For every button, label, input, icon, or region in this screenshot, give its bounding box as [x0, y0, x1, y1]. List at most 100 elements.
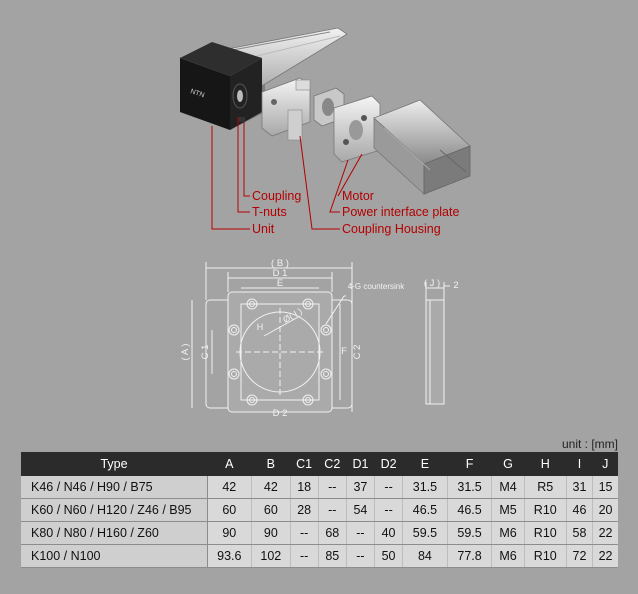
table-cell: M6	[491, 544, 525, 568]
col-a: A	[207, 452, 252, 476]
table-cell: 18	[290, 476, 319, 499]
table-cell: --	[290, 544, 319, 568]
table-cell: 40	[374, 521, 404, 545]
table-cell: 31.5	[447, 476, 493, 499]
table-cell: 60	[251, 498, 291, 522]
illustration-canvas: NTN Coupling T-nuts Un	[179, 27, 471, 419]
table-cell: 102	[251, 544, 291, 568]
table-cell: 77.8	[447, 544, 493, 568]
table-cell: 58	[566, 521, 594, 545]
callout-leaders	[211, 117, 363, 230]
table-cell: --	[318, 498, 347, 522]
col-c2: C2	[318, 452, 347, 476]
table-cell: 46.5	[402, 498, 448, 522]
table-cell: 20	[592, 498, 618, 522]
table-row: K80 / N80 / H160 / Z60 90 90 -- 68 -- 40…	[21, 521, 618, 545]
dim-h-label: H	[257, 322, 264, 332]
table-cell: --	[374, 476, 404, 499]
dim-c2-label: C 2	[352, 345, 363, 360]
col-d2: D2	[374, 452, 403, 476]
tnuts-callout: T-nuts	[252, 205, 287, 219]
col-h: H	[524, 452, 567, 476]
table-cell: --	[346, 544, 376, 568]
side-view-labels: ( J ) 2	[424, 278, 459, 291]
col-f: F	[447, 452, 492, 476]
unit-label: unit : [mm]	[561, 437, 618, 451]
coupling-callout: Coupling	[252, 189, 301, 203]
table-cell: 93.6	[207, 544, 253, 568]
motor-part	[373, 99, 471, 195]
col-d1: D1	[346, 452, 375, 476]
dim-d2-label: D 2	[273, 408, 288, 419]
dim-j-label: ( J )	[424, 278, 440, 289]
table-cell: 85	[318, 544, 347, 568]
table-cell: R10	[524, 521, 567, 545]
col-type: Type	[21, 452, 207, 476]
callout-labels: Coupling T-nuts Unit Motor Power interfa…	[252, 189, 459, 236]
front-view-drawing	[191, 262, 353, 413]
table-cell: 90	[251, 521, 291, 545]
table-cell: 59.5	[447, 521, 493, 545]
table-cell: 31	[566, 476, 594, 499]
col-c1: C1	[290, 452, 319, 476]
table-cell: K80 / N80 / H160 / Z60	[21, 521, 208, 545]
table-cell: 68	[318, 521, 347, 545]
table-cell: R5	[524, 476, 567, 499]
countersink-label: 4-G countersink	[348, 282, 405, 291]
table-cell: --	[346, 521, 376, 545]
table-cell: 90	[207, 521, 253, 545]
dim-f-label: F	[341, 346, 347, 357]
col-b: B	[251, 452, 291, 476]
table-cell: 15	[592, 476, 618, 499]
table-cell: --	[290, 521, 319, 545]
table-cell: 22	[592, 521, 618, 545]
side-view-drawing	[425, 282, 450, 405]
table-cell: 50	[374, 544, 404, 568]
table-cell: 31.5	[402, 476, 448, 499]
coupling-housing-callout: Coupling Housing	[342, 222, 441, 236]
table-cell: --	[374, 498, 404, 522]
table-cell: 22	[592, 544, 618, 568]
table-cell: 46.5	[447, 498, 493, 522]
table-cell: R10	[524, 544, 567, 568]
dim-c1-label: C 1	[200, 345, 211, 360]
table-cell: M6	[491, 521, 525, 545]
dim-b-label: ( B )	[271, 258, 289, 269]
spec-table-header: Type A B C1 C2 D1 D2 E F G H I J	[21, 452, 618, 476]
col-i: I	[566, 452, 593, 476]
power-plate-callout: Power interface plate	[342, 205, 459, 219]
motor-callout: Motor	[342, 189, 374, 203]
table-cell: K46 / N46 / H90 / B75	[21, 476, 208, 499]
table-cell: M4	[491, 476, 525, 499]
table-cell: 54	[346, 498, 376, 522]
col-e: E	[402, 452, 448, 476]
unit-callout: Unit	[252, 222, 275, 236]
table-row: K60 / N60 / H120 / Z46 / B95 60 60 28 --…	[21, 498, 618, 522]
table-cell: 72	[566, 544, 594, 568]
table-row: K46 / N46 / H90 / B75 42 42 18 -- 37 -- …	[21, 476, 618, 499]
unit-end-block: NTN	[180, 42, 262, 130]
front-view-labels: ( B ) D 1 E 4-G countersink H Ø( I ) ( A…	[180, 258, 405, 419]
dim-a-label: ( A )	[180, 344, 191, 361]
table-cell: M5	[491, 498, 525, 522]
table-cell: R10	[524, 498, 567, 522]
table-cell: 42	[251, 476, 291, 499]
coupling-housing-part	[261, 77, 311, 141]
dim-two-label: 2	[453, 280, 458, 291]
table-cell: 84	[402, 544, 448, 568]
table-cell: K100 / N100	[21, 544, 208, 568]
col-g: G	[491, 452, 525, 476]
dim-d1-label: D 1	[273, 268, 288, 279]
table-cell: K60 / N60 / H120 / Z46 / B95	[21, 498, 208, 522]
table-cell: 60	[207, 498, 253, 522]
table-cell: 28	[290, 498, 319, 522]
coupling-part	[232, 83, 248, 122]
spec-table: Type A B C1 C2 D1 D2 E F G H I J K46 / N…	[21, 452, 618, 568]
table-cell: 46	[566, 498, 594, 522]
svg-text:NTN: NTN	[189, 88, 205, 99]
table-cell: 59.5	[402, 521, 448, 545]
table-row: K100 / N100 93.6 102 -- 85 -- 50 84 77.8…	[21, 544, 618, 568]
table-cell: 42	[207, 476, 253, 499]
table-cell: 37	[346, 476, 376, 499]
col-j: J	[592, 452, 618, 476]
